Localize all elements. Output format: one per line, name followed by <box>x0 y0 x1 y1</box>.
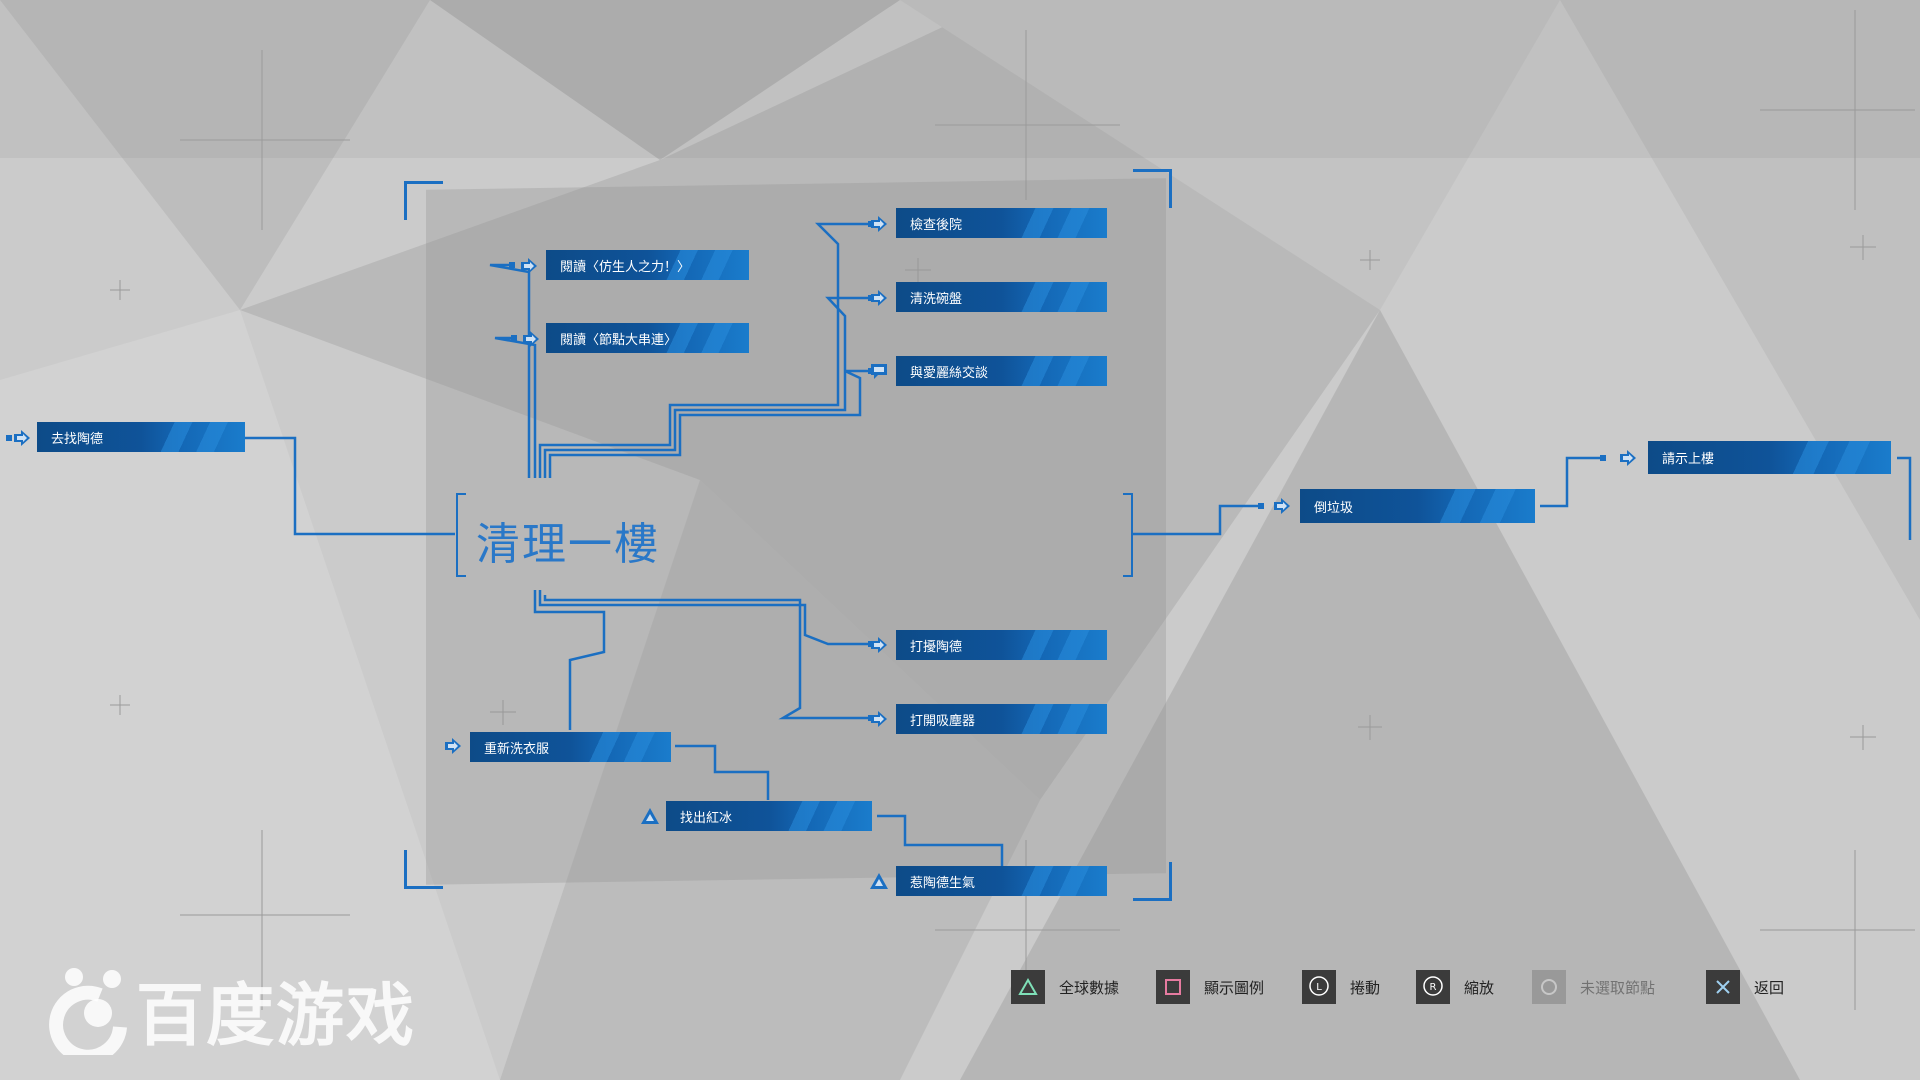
chat-bubble-icon <box>869 361 889 381</box>
control-global-data[interactable]: 全球數據 <box>1011 970 1119 1004</box>
node-check-backyard[interactable]: 檢查後院 <box>896 208 1107 238</box>
square-button-icon <box>1156 970 1190 1004</box>
node-label: 清洗碗盤 <box>910 291 963 307</box>
node-label: 找出紅冰 <box>680 810 733 826</box>
node-read-node-link[interactable]: 閱讀〈節點大串連〉 <box>546 323 749 353</box>
arrow-icon <box>1272 496 1292 516</box>
arrow-icon <box>519 256 539 276</box>
node-label: 打擾陶德 <box>910 639 963 655</box>
svg-text:L: L <box>1316 982 1322 993</box>
node-find-red-ice[interactable]: 找出紅冰 <box>666 801 872 831</box>
node-ask-go-upstairs[interactable]: 請示上樓 <box>1648 441 1891 474</box>
control-label: 未選取節點 <box>1580 978 1656 997</box>
node-label: 去找陶德 <box>51 431 104 447</box>
control-label: 捲動 <box>1350 978 1381 997</box>
node-anger-todd[interactable]: 惹陶德生氣 <box>896 866 1107 896</box>
node-find-todd[interactable]: 去找陶德 <box>37 422 245 452</box>
control-label: 返回 <box>1754 978 1785 997</box>
node-turn-on-vacuum[interactable]: 打開吸塵器 <box>896 704 1107 734</box>
arrow-icon <box>1618 448 1638 468</box>
arrow-icon <box>869 635 889 655</box>
triangle-warning-icon <box>869 871 889 891</box>
watermark: 百度游戏 <box>40 960 416 1059</box>
node-label: 打開吸塵器 <box>910 713 976 729</box>
control-unselected[interactable]: 未選取節點 <box>1532 970 1655 1004</box>
watermark-logo-icon <box>49 967 127 1055</box>
control-label: 縮放 <box>1464 978 1495 997</box>
control-zoom[interactable]: R 縮放 <box>1416 970 1494 1004</box>
arrow-icon <box>443 736 463 756</box>
arrow-icon <box>869 288 889 308</box>
node-label: 檢查後院 <box>910 217 963 233</box>
control-show-legend[interactable]: 顯示圖例 <box>1156 970 1264 1004</box>
watermark-text: 百度游戏 <box>136 977 417 1056</box>
node-label: 重新洗衣服 <box>484 741 550 757</box>
corner-bracket-top-right <box>1133 169 1172 208</box>
arrow-icon <box>12 428 32 448</box>
left-stick-icon: L <box>1302 970 1336 1004</box>
arrow-icon <box>869 709 889 729</box>
triangle-warning-icon <box>640 806 660 826</box>
node-disturb-todd[interactable]: 打擾陶德 <box>896 630 1107 660</box>
node-label: 倒垃圾 <box>1314 500 1354 516</box>
circle-button-icon <box>1532 970 1566 1004</box>
control-back[interactable]: 返回 <box>1706 970 1784 1004</box>
node-take-out-trash[interactable]: 倒垃圾 <box>1300 489 1535 523</box>
node-label: 請示上樓 <box>1662 452 1715 467</box>
control-label: 顯示圖例 <box>1204 978 1265 997</box>
arrow-icon <box>869 214 889 234</box>
svg-text:R: R <box>1430 982 1437 993</box>
control-scroll[interactable]: L 捲動 <box>1302 970 1380 1004</box>
node-label: 閱讀〈節點大串連〉 <box>560 332 678 348</box>
node-read-android-power[interactable]: 閱讀〈仿生人之力！〉 <box>546 250 749 280</box>
node-label: 與愛麗絲交談 <box>910 365 989 381</box>
node-label: 閱讀〈仿生人之力！〉 <box>560 259 691 275</box>
corner-bracket-bottom-left <box>404 850 443 889</box>
right-stick-icon: R <box>1416 970 1450 1004</box>
node-wash-dishes[interactable]: 清洗碗盤 <box>896 282 1107 312</box>
corner-bracket-bottom-right <box>1133 862 1172 901</box>
control-label: 全球數據 <box>1059 978 1120 997</box>
cross-button-icon <box>1706 970 1740 1004</box>
title-bracket-left <box>456 493 466 577</box>
node-rewash-clothes[interactable]: 重新洗衣服 <box>470 732 671 762</box>
node-talk-alice[interactable]: 與愛麗絲交談 <box>896 356 1107 386</box>
chapter-title: 清理一樓 <box>476 519 660 570</box>
arrow-icon <box>521 329 541 349</box>
corner-bracket-top-left <box>404 181 443 220</box>
node-label: 惹陶德生氣 <box>910 875 976 891</box>
triangle-button-icon <box>1011 970 1045 1004</box>
title-bracket-right <box>1123 493 1133 577</box>
